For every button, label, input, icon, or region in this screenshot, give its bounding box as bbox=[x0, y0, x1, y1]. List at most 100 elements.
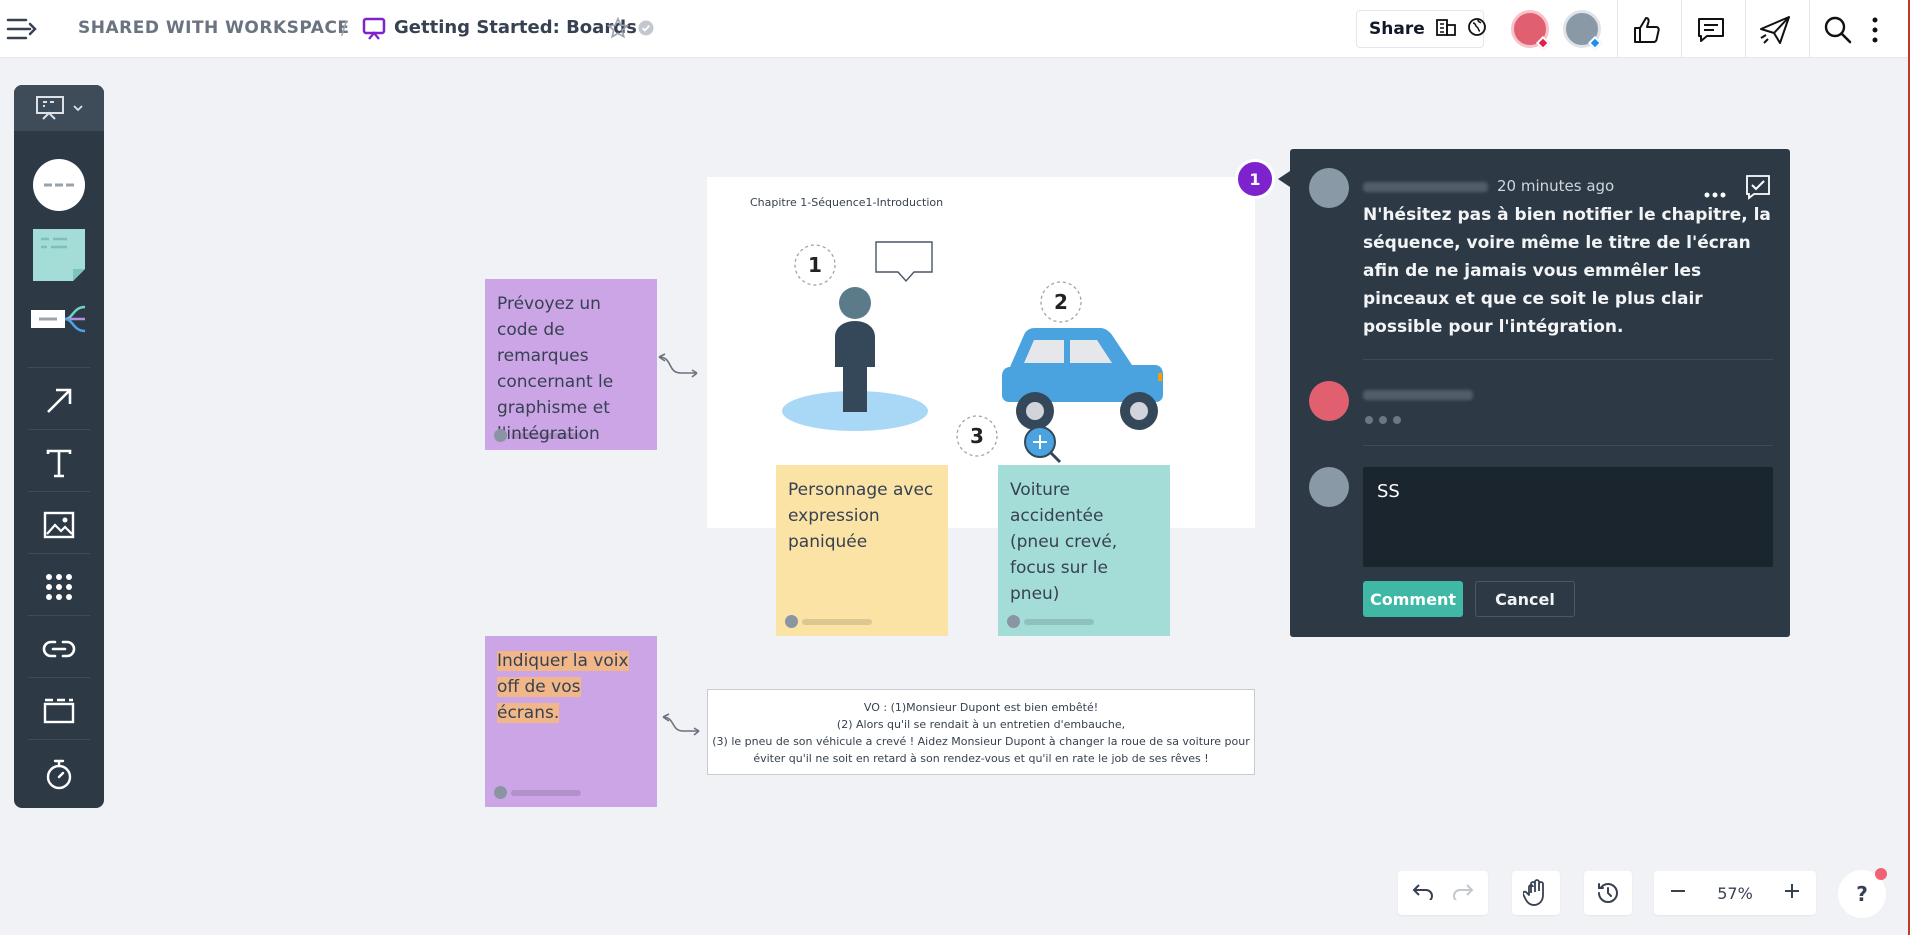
more-vertical-icon[interactable] bbox=[1860, 10, 1890, 50]
frame-title: Chapitre 1-Séquence1-Introduction bbox=[750, 196, 944, 209]
sticky-author bbox=[1007, 615, 1094, 628]
shape-tool[interactable] bbox=[14, 155, 104, 215]
sidebar-toggle-icon[interactable] bbox=[6, 14, 38, 48]
workspace-icon bbox=[1435, 17, 1457, 41]
sticky-note[interactable]: Personnage avec expression paniquée bbox=[776, 465, 948, 636]
comment-badge[interactable]: 1 bbox=[1235, 159, 1275, 199]
divider bbox=[28, 615, 90, 616]
globe-icon bbox=[1467, 17, 1487, 41]
presentation-icon bbox=[36, 96, 64, 120]
redo-icon[interactable] bbox=[1452, 882, 1474, 904]
text-tool[interactable] bbox=[14, 437, 104, 489]
sticky-text: Voiture accidentée (pneu crevé, focus su… bbox=[1010, 480, 1118, 604]
zoom-level: 57% bbox=[1717, 883, 1753, 903]
link-tool[interactable] bbox=[14, 623, 104, 675]
image-tool[interactable] bbox=[14, 499, 104, 551]
sticky-note-tool[interactable] bbox=[14, 225, 104, 285]
history-button[interactable] bbox=[1584, 871, 1632, 915]
star-icon[interactable] bbox=[606, 16, 630, 43]
more-horizontal-icon[interactable] bbox=[1704, 183, 1726, 202]
divider bbox=[28, 429, 90, 430]
undo-icon[interactable] bbox=[1412, 882, 1434, 904]
divider bbox=[28, 367, 90, 368]
divider bbox=[1617, 0, 1618, 58]
comments-icon[interactable] bbox=[1691, 10, 1731, 50]
link-icon bbox=[42, 640, 76, 658]
divider bbox=[28, 739, 90, 740]
page-title[interactable]: Getting Started: Boards bbox=[394, 17, 637, 38]
verified-icon bbox=[637, 19, 655, 41]
cancel-button[interactable]: Cancel bbox=[1475, 581, 1575, 617]
zoom-in-icon[interactable] bbox=[1784, 883, 1800, 903]
typing-indicator bbox=[1365, 416, 1401, 424]
comment-author bbox=[1363, 182, 1488, 192]
sticky-text: Indiquer la voix off de vos écrans. bbox=[497, 651, 629, 723]
zoom-out-icon[interactable] bbox=[1670, 883, 1686, 903]
divider bbox=[28, 491, 90, 492]
divider bbox=[1363, 445, 1773, 446]
panel-pointer bbox=[1278, 171, 1290, 187]
arrow-tool[interactable] bbox=[14, 375, 104, 427]
notification-dot bbox=[1875, 868, 1887, 880]
breadcrumb[interactable]: SHARED WITH WORKSPACE bbox=[78, 18, 350, 38]
timer-tool[interactable] bbox=[14, 747, 104, 801]
typing-author bbox=[1363, 390, 1473, 400]
sticky-text: Personnage avec expression paniquée bbox=[788, 480, 934, 552]
sticky-note-icon bbox=[33, 229, 85, 281]
apps-tool[interactable] bbox=[14, 561, 104, 613]
top-bar: SHARED WITH WORKSPACE / Getting Started:… bbox=[0, 0, 1910, 58]
sticky-author bbox=[494, 786, 581, 799]
presentation-mode-button[interactable] bbox=[14, 85, 104, 131]
image-icon bbox=[43, 511, 75, 539]
marker-label: 3 bbox=[970, 424, 984, 448]
zoom-control: 57% bbox=[1654, 871, 1816, 915]
voice-over-text[interactable]: VO : (1)Monsieur Dupont est bien embêté!… bbox=[707, 689, 1255, 775]
breadcrumb-separator: / bbox=[341, 18, 348, 39]
comment-button[interactable]: Comment bbox=[1363, 581, 1463, 617]
connector-arrow bbox=[658, 353, 698, 378]
sticky-author bbox=[494, 429, 581, 442]
undo-redo-group bbox=[1398, 871, 1488, 915]
share-button[interactable]: Share bbox=[1356, 10, 1487, 48]
sticky-note[interactable]: Prévoyez un code de remarques concernant… bbox=[485, 279, 657, 450]
vo-line: (2) Alors qu'il se rendait à un entretie… bbox=[836, 718, 1126, 731]
avatar[interactable] bbox=[1511, 10, 1549, 48]
chevron-down-icon bbox=[73, 105, 83, 112]
resolve-icon[interactable] bbox=[1745, 174, 1771, 204]
vo-line: (3) le pneu de son véhicule a crevé ! Ai… bbox=[712, 735, 1250, 748]
marker-label: 1 bbox=[808, 253, 822, 277]
send-icon[interactable] bbox=[1755, 10, 1795, 50]
hand-icon bbox=[1523, 879, 1544, 906]
avatar bbox=[1309, 467, 1349, 507]
comment-panel: 20 minutes ago N'hésitez pas à bien noti… bbox=[1290, 149, 1790, 637]
comment-message: N'hésitez pas à bien notifier le chapitr… bbox=[1363, 205, 1771, 337]
mindmap-tool[interactable] bbox=[14, 297, 104, 341]
timer-icon bbox=[46, 759, 72, 790]
text-icon bbox=[46, 449, 72, 478]
sticky-note[interactable]: Indiquer la voix off de vos écrans. bbox=[485, 636, 657, 807]
marker-label: 2 bbox=[1054, 290, 1068, 314]
avatar bbox=[1309, 168, 1349, 208]
help-button[interactable]: ? bbox=[1838, 870, 1886, 918]
arrow-icon bbox=[47, 388, 72, 413]
vo-line: éviter qu'il ne soit en retard à son ren… bbox=[753, 752, 1209, 765]
divider bbox=[1745, 0, 1746, 58]
like-icon[interactable] bbox=[1627, 10, 1667, 50]
pan-tool-button[interactable] bbox=[1512, 871, 1560, 915]
divider bbox=[1681, 0, 1682, 58]
connector-arrow bbox=[662, 713, 700, 736]
sticky-note[interactable]: Voiture accidentée (pneu crevé, focus su… bbox=[998, 465, 1170, 636]
circle-shape-icon bbox=[33, 159, 85, 211]
sticky-text: Prévoyez un code de remarques concernant… bbox=[497, 294, 614, 444]
sticky-author bbox=[785, 615, 872, 628]
comment-input[interactable]: SS bbox=[1363, 467, 1773, 567]
search-icon[interactable] bbox=[1818, 10, 1858, 50]
mindmap-icon bbox=[31, 305, 86, 333]
frame-tool[interactable] bbox=[14, 685, 104, 737]
grid-icon bbox=[46, 574, 72, 600]
history-icon bbox=[1598, 882, 1618, 903]
comment-timestamp: 20 minutes ago bbox=[1497, 177, 1615, 195]
divider bbox=[1363, 359, 1773, 360]
frame-icon bbox=[43, 698, 75, 724]
divider bbox=[1809, 0, 1810, 58]
